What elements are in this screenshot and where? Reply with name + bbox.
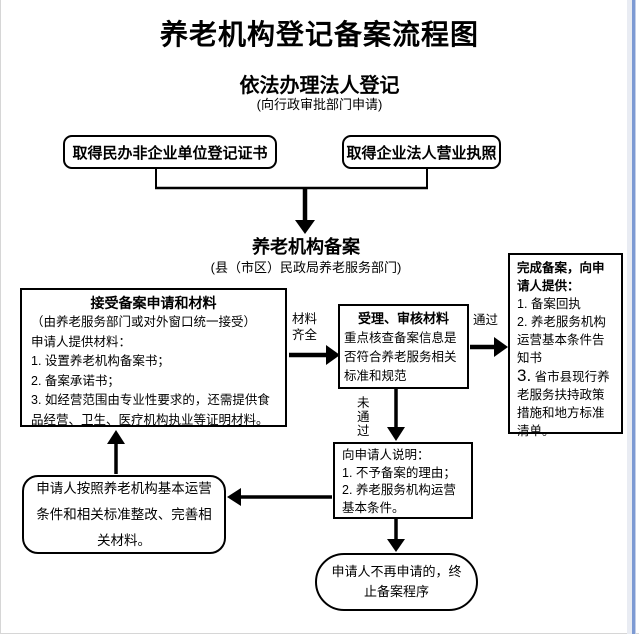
- terminate-box: 申请人不再申请的，终止备案程序: [315, 553, 478, 611]
- accept-materials-title: 接受备案申请和材料: [90, 295, 217, 311]
- certificate-box-nonprofit: 取得民办非企业单位登记证书: [63, 135, 277, 169]
- arrow-review-to-explain: [387, 389, 405, 441]
- legal-registration-note: (向行政审批部门申请): [256, 97, 383, 112]
- certificate-box-enterprise: 取得企业法人营业执照: [342, 135, 501, 169]
- rectify-box: 申请人按照养老机构基本运营条件和相关标准整改、完善相关材料。: [22, 475, 226, 554]
- arrow-explain-to-terminate: [387, 519, 405, 552]
- arrow-accept-to-review: [289, 345, 340, 365]
- complete-filing-title: 完成备案，向申请人提供：: [517, 261, 605, 293]
- review-materials-title: 受理、审核材料: [357, 311, 449, 326]
- complete-filing-item: 1. 备案回执: [517, 297, 581, 311]
- legal-registration-heading: 依法办理法人登记: [239, 75, 400, 97]
- complete-filing-item: 3. 省市县现行养老服务扶持政策措施和地方标准清单。: [517, 367, 614, 440]
- rectify-text: 申请人按照养老机构基本运营条件和相关标准整改、完善相关材料。: [36, 480, 212, 548]
- complete-filing-box: 完成备案，向申请人提供： 1. 备案回执 2. 养老服务机构运营基本条件告知书 …: [508, 253, 623, 438]
- complete-filing-item3-marker: 3.: [517, 366, 532, 385]
- page-title: 养老机构登记备案流程图: [159, 20, 479, 51]
- complete-filing-item: 2. 养老服务机构运营基本条件告知书: [517, 315, 606, 365]
- accept-materials-line: 1. 设置养老机构备案书；: [31, 354, 170, 368]
- terminate-text: 申请人不再申请的，终止备案程序: [331, 564, 462, 599]
- accept-materials-line: 3. 如经营范围由专业性要求的，还需提供食品经营、卫生、医疗机构执业等证明材料。: [31, 393, 270, 427]
- arrow-review-to-complete: [470, 337, 508, 357]
- accept-materials-box: 接受备案申请和材料 （由养老服务部门或对外窗口统一接受） 申请人提供材料： 1.…: [20, 288, 287, 427]
- explain-title: 向申请人说明：: [342, 448, 430, 462]
- cert-merge-connector: [155, 168, 428, 190]
- review-materials-body: 重点核查备案信息是否符合养老服务相关标准和规范: [344, 331, 457, 383]
- page-edge-blue-line: [632, 0, 635, 634]
- complete-filing-item3-text: 省市县现行养老服务扶持政策措施和地方标准清单。: [517, 370, 610, 438]
- edge-label-materials-complete: 材料齐全: [292, 312, 318, 342]
- arrow-rectify-to-accept: [107, 430, 125, 474]
- page-edge-blue-band: [627, 0, 632, 634]
- edge-label-fail: 未通过: [357, 396, 370, 438]
- arrow-explain-to-rectify: [227, 488, 332, 506]
- arrow-to-filing: [295, 189, 315, 234]
- page-edge-blue-line-light: [635, 0, 636, 634]
- certificate-box-enterprise-label: 取得企业法人营业执照: [346, 144, 497, 162]
- accept-materials-line: （由养老服务部门或对外窗口统一接受）: [31, 315, 257, 329]
- explain-item: 1. 不予备案的理由；: [342, 465, 456, 480]
- accept-materials-line: 2. 备案承诺书；: [31, 373, 120, 388]
- explain-item: 2. 养老服务机构运营基本条件。: [342, 483, 456, 515]
- review-materials-box: 受理、审核材料 重点核查备案信息是否符合养老服务相关标准和规范: [338, 304, 469, 389]
- accept-materials-line: 申请人提供材料：: [31, 334, 132, 349]
- explain-box: 向申请人说明： 1. 不予备案的理由； 2. 养老服务机构运营基本条件。: [333, 442, 473, 519]
- certificate-box-nonprofit-label: 取得民办非企业单位登记证书: [72, 144, 268, 162]
- filing-heading: 养老机构备案: [252, 237, 360, 257]
- filing-note: (县（市区）民政局养老服务部门): [210, 260, 402, 275]
- edge-label-pass: 通过: [473, 313, 499, 327]
- page-border-left: [0, 0, 1, 634]
